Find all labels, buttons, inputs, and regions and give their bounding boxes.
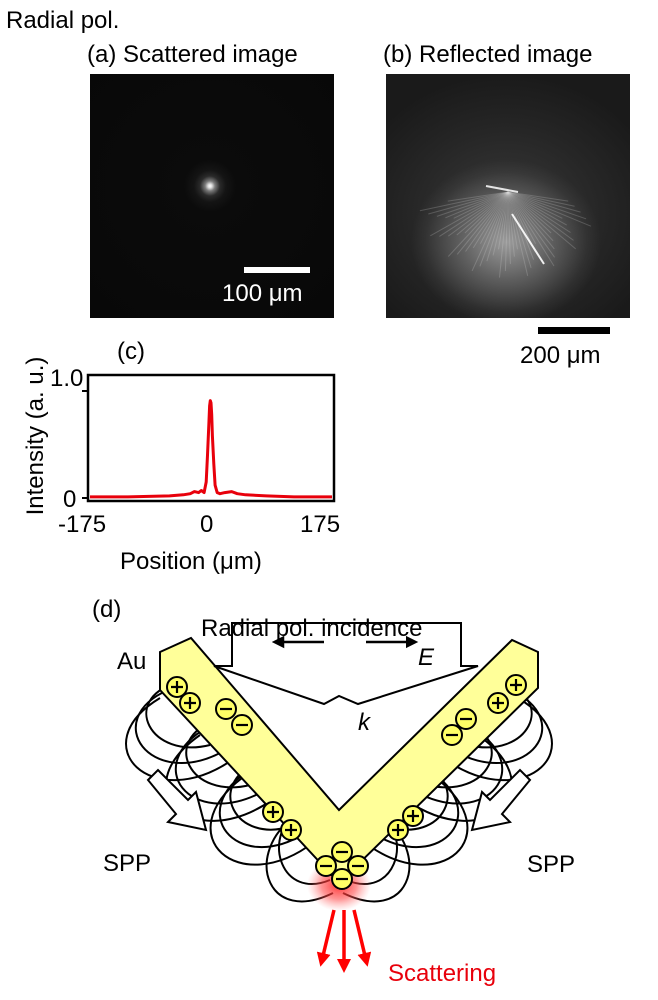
radial-streak xyxy=(507,191,511,265)
radial-streak xyxy=(507,191,529,277)
radial-streak xyxy=(447,191,509,202)
charge-positive xyxy=(402,805,424,827)
charge-negative xyxy=(231,714,253,736)
radial-streak xyxy=(486,191,509,262)
material-label: Au xyxy=(117,648,147,675)
reflected-streaks xyxy=(419,185,592,278)
scattered-image: 100 μm xyxy=(90,74,334,318)
radial-streak xyxy=(479,191,509,267)
figure-header: Radial pol. xyxy=(6,7,120,34)
radial-streak xyxy=(453,191,509,219)
radial-streak xyxy=(507,191,555,250)
radial-streak xyxy=(456,191,509,255)
radial-streak xyxy=(507,191,532,269)
y-tick-1.0: 1.0 xyxy=(50,365,84,392)
radial-streak xyxy=(507,191,581,213)
radial-streak xyxy=(448,191,509,237)
scalebar-100um xyxy=(244,267,310,273)
reflected-image xyxy=(386,74,630,318)
radial-streak xyxy=(507,191,518,250)
spp-arrow-left xyxy=(146,768,208,832)
charge-negative xyxy=(315,855,337,877)
radial-streak xyxy=(504,191,509,272)
radial-streak xyxy=(436,191,509,217)
radial-streak xyxy=(507,191,554,242)
charge-negative xyxy=(347,855,369,877)
spp-left-label: SPP xyxy=(103,850,152,877)
x-tick-zero: 0 xyxy=(200,511,214,538)
x-tick-max: 175 xyxy=(300,511,341,538)
radial-streak xyxy=(507,191,592,227)
radial-streak xyxy=(507,191,555,267)
incidence-label: Radial pol. incidence xyxy=(201,615,423,642)
scalebar-200um-label: 200 μm xyxy=(520,342,601,369)
radial-streak xyxy=(456,191,509,236)
y-tick-0: 0 xyxy=(63,486,77,513)
radial-streak xyxy=(479,191,509,244)
charge-negative xyxy=(441,724,463,746)
charge-negative xyxy=(331,868,353,890)
charge-positive xyxy=(166,676,188,698)
panel-b-label: (b) Reflected image xyxy=(383,41,593,68)
radial-streak xyxy=(439,191,509,237)
scatter-arrow-left xyxy=(316,909,336,967)
scalebar-100um-label: 100 μm xyxy=(222,280,303,307)
x-axis-label: Position (μm) xyxy=(120,548,262,575)
radial-streak xyxy=(492,191,509,256)
radial-streak xyxy=(428,191,509,215)
radial-streak xyxy=(419,191,509,212)
radial-streak xyxy=(507,191,571,233)
radial-streak xyxy=(498,191,509,250)
radial-streak xyxy=(507,191,537,244)
radial-streak xyxy=(472,191,509,249)
radial-streak xyxy=(507,191,587,220)
radial-streak xyxy=(507,191,515,257)
panel-a-label: (a) Scattered image xyxy=(87,41,298,68)
radial-streak xyxy=(507,191,567,226)
radial-streak xyxy=(447,191,509,257)
charge-positive xyxy=(280,819,302,841)
scalebar-200um xyxy=(538,327,610,334)
x-tick-min: -175 xyxy=(58,511,107,538)
charge-negative xyxy=(331,841,353,863)
charge-negative xyxy=(455,708,477,730)
radial-streak xyxy=(507,191,577,250)
radial-streak xyxy=(507,191,575,207)
charge-positive xyxy=(262,801,284,823)
radial-streak xyxy=(445,191,509,219)
surface-charges xyxy=(166,674,527,890)
field-label: E xyxy=(418,644,435,671)
radial-streak xyxy=(507,191,556,258)
scattering-label: Scattering xyxy=(388,960,497,987)
radial-streak xyxy=(464,191,509,234)
radial-streak xyxy=(507,191,574,241)
radial-streak xyxy=(465,191,509,252)
wavevector-label: k xyxy=(358,709,370,736)
radial-streak xyxy=(499,191,509,278)
charge-positive xyxy=(387,819,409,841)
radial-streak xyxy=(507,191,552,234)
spp-right-label: SPP xyxy=(527,851,576,878)
charge-positive xyxy=(179,692,201,714)
charge-positive xyxy=(487,692,509,714)
radial-streak xyxy=(507,191,563,219)
panel-d-label: (d) xyxy=(92,596,122,623)
panel-c-label: (c) xyxy=(117,338,145,365)
radial-streak xyxy=(471,191,509,272)
charge-negative xyxy=(215,698,237,720)
scatter-arrow-right xyxy=(352,909,372,967)
spp-arrow-right xyxy=(470,768,532,832)
radial-streak xyxy=(430,191,509,237)
radial-streak xyxy=(507,191,535,260)
gold-v-groove xyxy=(159,636,539,885)
radial-streak xyxy=(507,191,569,202)
charge-positive xyxy=(505,674,527,696)
